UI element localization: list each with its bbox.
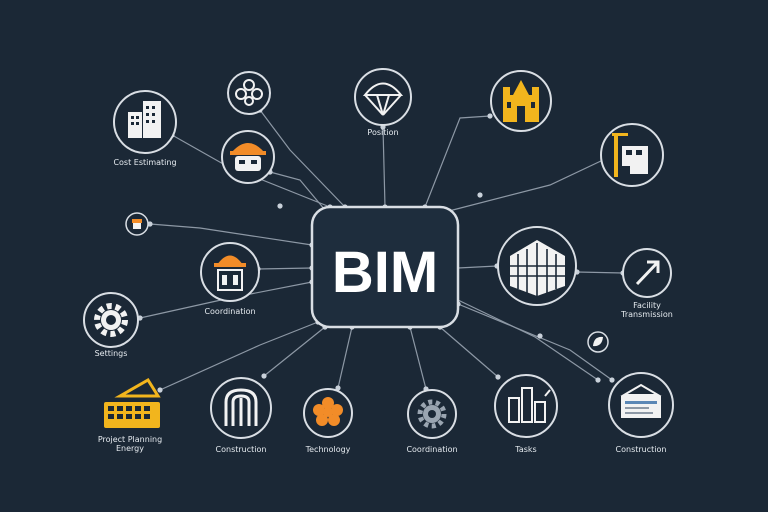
document-icon	[620, 383, 662, 418]
connector-dot	[595, 377, 601, 383]
connector-dot	[157, 387, 163, 393]
connector-line	[424, 115, 491, 208]
connector-dot	[495, 374, 501, 380]
node-label: Tasks	[514, 445, 536, 454]
flower-icon	[235, 79, 263, 106]
center-label: BIM	[332, 240, 438, 305]
connector-line	[576, 271, 624, 274]
city-icon	[508, 387, 551, 423]
columns-icon	[224, 388, 258, 426]
heritage-building-icon	[503, 80, 539, 122]
connector-dot	[277, 203, 283, 209]
node-cost-estimating: Cost Estimating	[113, 90, 177, 167]
connector-line	[269, 171, 326, 211]
connector-dot	[487, 113, 493, 119]
node-top-flower	[227, 71, 271, 115]
office-building-icon	[128, 101, 161, 138]
connector-dot	[477, 192, 483, 198]
keyboard-icon	[104, 377, 161, 428]
node-label: Cost Estimating	[113, 158, 176, 167]
gear-icon	[94, 303, 128, 337]
node-label: Technology	[305, 445, 351, 454]
node-bottom-gear: Coordination	[406, 389, 458, 454]
connector-line	[409, 326, 427, 390]
node-label: Coordination	[406, 445, 457, 454]
node-label: Settings	[95, 349, 128, 358]
orange-flower-icon	[313, 397, 343, 426]
connector-dot	[537, 333, 543, 339]
connector-line	[439, 326, 499, 378]
node-label: Facility	[633, 301, 661, 310]
dome-structure-icon	[362, 82, 404, 116]
node-label: Energy	[116, 444, 144, 453]
connector-line	[149, 223, 313, 246]
node-top-heritage	[490, 70, 552, 132]
node-bottom-city: Tasks	[494, 374, 558, 454]
node-right-arrow: Facility Transmission	[620, 248, 673, 319]
connector-line	[159, 321, 319, 391]
connector-dot	[147, 221, 153, 227]
hard-hat-worker-icon	[230, 143, 266, 171]
connector-line	[457, 265, 498, 269]
gear-icon	[417, 399, 447, 429]
arrow-icon	[635, 260, 660, 286]
node-bottom-columns: Construction	[210, 377, 272, 454]
small-leaf-icon	[593, 336, 603, 347]
node-right-small	[587, 331, 609, 353]
node-left-gear: Settings	[83, 292, 139, 358]
connector-line	[444, 159, 604, 213]
node-right-building	[497, 226, 577, 306]
crane-icon	[612, 133, 648, 177]
node-label: Construction	[616, 445, 667, 454]
connector-line	[257, 267, 313, 270]
node-label: Position	[367, 128, 398, 137]
node-label: Transmission	[620, 310, 673, 319]
node-right-crane	[600, 123, 664, 187]
connector-line	[457, 303, 613, 381]
connector-dot	[335, 385, 341, 391]
connector-line	[337, 326, 353, 389]
node-label: Construction	[216, 445, 267, 454]
node-label: Project Planning	[98, 435, 162, 444]
connector-line	[457, 299, 599, 381]
node-top-dome: Position	[354, 68, 412, 137]
node-top-safety	[221, 130, 275, 184]
small-building-icon	[132, 219, 142, 229]
node-bottom-keyboard: Project Planning Energy	[98, 377, 162, 453]
node-bottom-flower: Technology	[303, 388, 353, 454]
node-label: Coordination	[204, 307, 255, 316]
connector-line	[259, 109, 346, 208]
node-left-worker: Coordination	[200, 242, 260, 316]
connector-dot	[609, 377, 615, 383]
connector-dot	[261, 373, 267, 379]
node-left-small	[125, 212, 149, 236]
center-node: BIM	[310, 205, 460, 329]
node-bottom-doc: Construction	[608, 372, 674, 454]
connector-line	[382, 126, 386, 208]
grid-building-icon	[510, 240, 565, 296]
worker-icon	[214, 255, 246, 291]
connector-line	[263, 326, 326, 377]
